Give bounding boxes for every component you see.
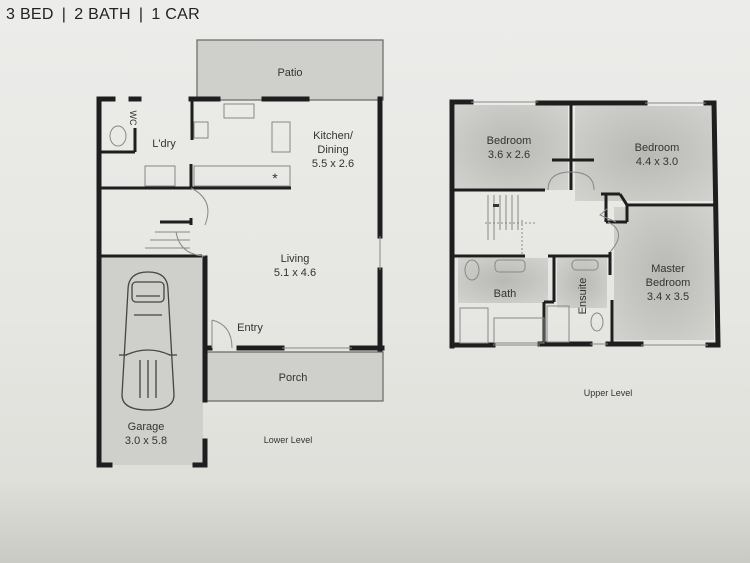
laundry-label: L'dry — [152, 138, 176, 150]
cars-count: 1 CAR — [151, 6, 200, 23]
baths-count: 2 BATH — [74, 6, 131, 23]
entry-label: Entry — [237, 322, 263, 334]
bedroom2-area — [455, 105, 568, 190]
living-label: Living — [281, 253, 310, 265]
bedroom2-size: 3.6 x 2.6 — [488, 149, 530, 161]
lower-level-plan: * Patio L'dry WC Kitchen/ Dining 5.5 x 2… — [96, 39, 385, 468]
kitchen-size: 5.5 x 2.6 — [312, 158, 354, 170]
separator: | — [61, 6, 67, 23]
upper-walls — [449, 99, 721, 349]
master-label-2: Bedroom — [646, 277, 691, 289]
patio-label: Patio — [277, 67, 302, 79]
garage-label: Garage — [128, 421, 165, 433]
lower-interior-walls — [100, 100, 291, 258]
ensuite-area — [557, 258, 607, 308]
master-size: 3.4 x 3.5 — [647, 291, 689, 303]
property-summary: 3 BED | 2 BATH | 1 CAR — [6, 6, 200, 24]
living-size: 5.1 x 4.6 — [274, 267, 316, 279]
lower-level-title: Lower Level — [264, 435, 313, 445]
porch-area — [206, 351, 384, 402]
porch-label: Porch — [279, 372, 308, 384]
kitchen-label-2: Dining — [317, 144, 348, 156]
kitchen-label-1: Kitchen/ — [313, 130, 354, 142]
bath-label: Bath — [494, 288, 517, 300]
garage-area — [100, 257, 203, 465]
upper-level-title: Upper Level — [584, 388, 633, 398]
bedroom3-size: 4.4 x 3.0 — [636, 156, 678, 168]
beds-count: 3 BED — [6, 6, 54, 23]
bedroom3-area — [575, 106, 715, 201]
bath-area — [458, 258, 548, 303]
appliance-icon: * — [272, 170, 278, 186]
stair-marker — [493, 204, 499, 207]
ensuite-label: Ensuite — [577, 278, 589, 315]
master-label-1: Master — [651, 263, 685, 275]
car-icon — [119, 271, 177, 411]
lower-fixtures — [109, 103, 381, 349]
bedroom3-label: Bedroom — [635, 142, 680, 154]
master-area — [614, 207, 714, 340]
separator: | — [138, 6, 144, 23]
wc-label: WC — [128, 111, 138, 126]
upper-fixtures — [459, 101, 708, 346]
patio-area — [196, 39, 384, 101]
paper-shadow — [0, 480, 750, 563]
bedroom2-label: Bedroom — [487, 135, 532, 147]
lower-walls — [96, 96, 385, 468]
upper-level-plan: Bedroom 3.6 x 2.6 Bedroom 4.4 x 3.0 Mast… — [449, 99, 721, 398]
garage-size: 3.0 x 5.8 — [125, 435, 167, 447]
